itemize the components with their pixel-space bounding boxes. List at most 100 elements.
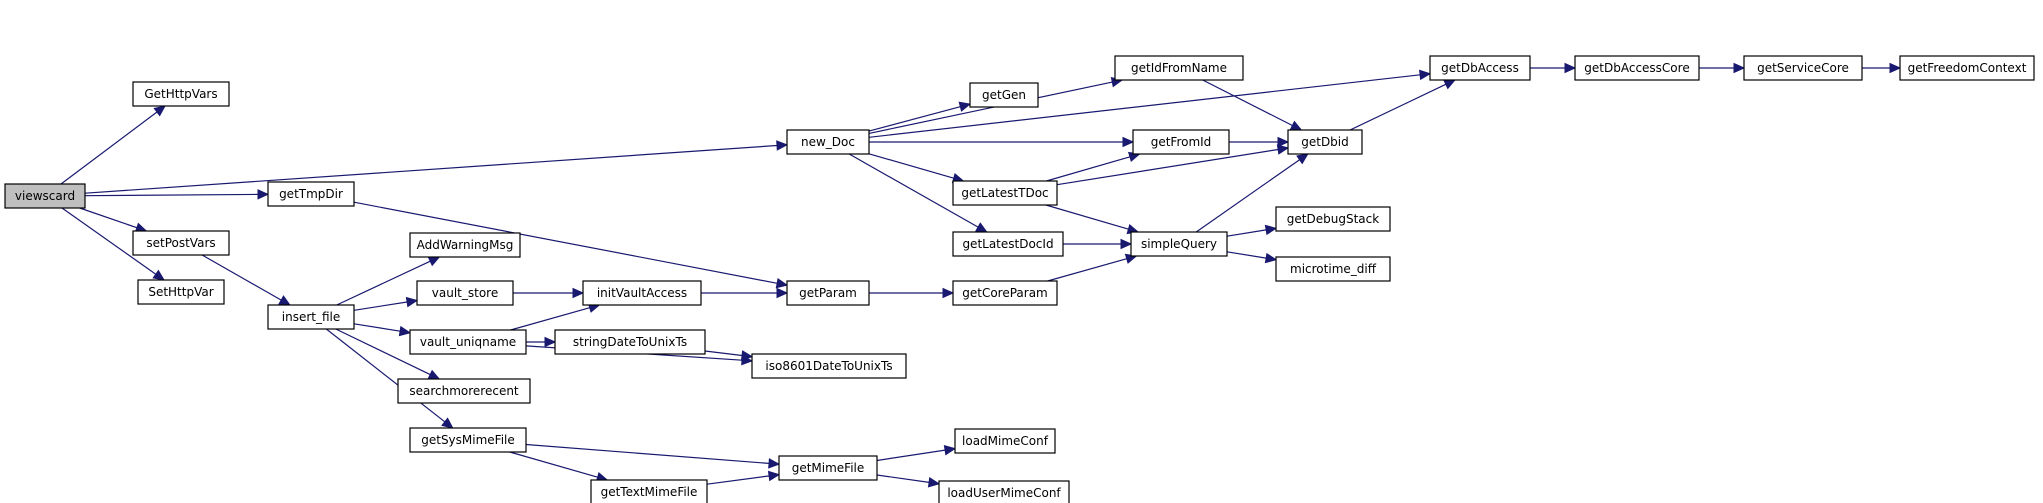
- node-box[interactable]: [409, 427, 527, 453]
- node-getCoreParam[interactable]: getCoreParam: [952, 280, 1058, 306]
- node-getGen[interactable]: getGen: [969, 82, 1039, 108]
- node-label: vault_store: [432, 286, 498, 300]
- edge-vault_store-to-initVaultAccess: [513, 287, 585, 299]
- edge-arrowhead: [927, 477, 941, 488]
- node-getDbAccessCore[interactable]: getDbAccessCore: [1574, 55, 1700, 81]
- node-box[interactable]: [952, 280, 1058, 306]
- edge-arrowhead: [544, 336, 557, 348]
- edge-getIdFromName-to-getDbid: [1202, 79, 1303, 131]
- node-box[interactable]: [137, 279, 225, 305]
- node-getLatestDocId[interactable]: getLatestDocId: [952, 231, 1064, 257]
- call-graph-nodes: viewscard GetHttpVars getTmpDir setPostVars…: [4, 55, 2035, 503]
- node-box[interactable]: [132, 230, 230, 256]
- node-getTmpDir[interactable]: getTmpDir: [267, 181, 355, 207]
- node-simpleQuery[interactable]: simpleQuery: [1130, 231, 1228, 257]
- node-label: getMimeFile: [792, 461, 865, 475]
- node-box[interactable]: [554, 329, 706, 355]
- node-box[interactable]: [1275, 256, 1391, 282]
- node-box[interactable]: [4, 183, 86, 209]
- edge-arrowhead: [398, 325, 412, 337]
- node-vault_uniqname[interactable]: vault_uniqname: [409, 329, 527, 355]
- edge-line: [79, 207, 137, 229]
- node-label: AddWarningMsg: [417, 238, 514, 252]
- edge-arrowhead: [257, 189, 270, 200]
- node-label: getDbid: [1301, 135, 1349, 149]
- node-box[interactable]: [786, 280, 870, 306]
- node-viewscard[interactable]: viewscard: [4, 183, 86, 209]
- node-loadMimeConf[interactable]: loadMimeConf: [954, 428, 1056, 454]
- node-box[interactable]: [1114, 55, 1244, 81]
- node-box[interactable]: [409, 232, 521, 258]
- edge-getMimeFile-to-loadUserMimeConf: [876, 474, 941, 488]
- edge-getDbid-to-getDbAccess: [1349, 79, 1456, 131]
- node-box[interactable]: [938, 480, 1070, 503]
- edge-arrowhead: [1276, 144, 1290, 155]
- node-label: vault_uniqname: [420, 335, 516, 349]
- node-getDbAccess[interactable]: getDbAccess: [1429, 55, 1531, 81]
- edge-line: [868, 74, 1421, 138]
- node-box[interactable]: [751, 353, 907, 379]
- node-getServiceCore[interactable]: getServiceCore: [1743, 55, 1863, 81]
- node-AddWarningMsg[interactable]: AddWarningMsg: [409, 232, 521, 258]
- node-getLatestTDoc[interactable]: getLatestTDoc: [952, 180, 1058, 206]
- edge-arrowhead: [1120, 238, 1133, 250]
- node-getParam[interactable]: getParam: [786, 280, 870, 306]
- node-box[interactable]: [590, 479, 708, 503]
- edge-line: [61, 207, 157, 275]
- node-box[interactable]: [778, 455, 878, 481]
- node-insert_file[interactable]: insert_file: [267, 304, 355, 330]
- node-initVaultAccess[interactable]: initVaultAccess: [582, 280, 702, 306]
- node-microtime_diff[interactable]: microtime_diff: [1275, 256, 1391, 282]
- node-box[interactable]: [786, 129, 870, 155]
- node-stringDateToUnixTs[interactable]: stringDateToUnixTs: [554, 329, 706, 355]
- node-box[interactable]: [132, 81, 230, 107]
- edge-simpleQuery-to-getDbid: [1195, 153, 1309, 233]
- node-getIdFromName[interactable]: getIdFromName: [1114, 55, 1244, 81]
- node-getMimeFile[interactable]: getMimeFile: [778, 455, 878, 481]
- node-box[interactable]: [1899, 55, 2035, 81]
- node-box[interactable]: [267, 181, 355, 207]
- edge-arrowhead: [740, 350, 754, 361]
- node-box[interactable]: [409, 329, 527, 355]
- node-box[interactable]: [1287, 129, 1363, 155]
- edge-arrowhead: [958, 101, 972, 112]
- node-getDbid[interactable]: getDbid: [1287, 129, 1363, 155]
- node-getDebugStack[interactable]: getDebugStack: [1275, 206, 1391, 232]
- node-box[interactable]: [416, 280, 514, 306]
- edge-arrowhead: [152, 269, 166, 281]
- node-getSysMimeFile[interactable]: getSysMimeFile: [409, 427, 527, 453]
- node-loadUserMimeConf[interactable]: loadUserMimeConf: [938, 480, 1070, 503]
- node-new_Doc[interactable]: new_Doc: [786, 129, 870, 155]
- edge-line: [509, 451, 598, 478]
- node-box[interactable]: [954, 428, 1056, 454]
- node-box[interactable]: [1130, 231, 1228, 257]
- node-box[interactable]: [1743, 55, 1863, 81]
- edge-line: [704, 350, 743, 357]
- node-box[interactable]: [1132, 129, 1230, 155]
- node-label: getTextMimeFile: [601, 485, 698, 499]
- node-label: iso8601DateToUnixTs: [765, 359, 892, 373]
- edge-line: [868, 153, 954, 179]
- node-getFromId[interactable]: getFromId: [1132, 129, 1230, 155]
- node-box[interactable]: [1429, 55, 1531, 81]
- node-setPostVars[interactable]: setPostVars: [132, 230, 230, 256]
- node-box[interactable]: [952, 231, 1064, 257]
- node-box[interactable]: [397, 378, 531, 404]
- node-vault_store[interactable]: vault_store: [416, 280, 514, 306]
- node-label: getDbAccessCore: [1584, 61, 1689, 75]
- node-box[interactable]: [1275, 206, 1391, 232]
- node-GetHttpVars[interactable]: GetHttpVars: [132, 81, 230, 107]
- node-getFreedomContext[interactable]: getFreedomContext: [1899, 55, 2035, 81]
- node-label: getServiceCore: [1757, 61, 1849, 75]
- node-searchmorerecent[interactable]: searchmorerecent: [397, 378, 531, 404]
- node-SetHttpVar[interactable]: SetHttpVar: [137, 279, 225, 305]
- node-box[interactable]: [1574, 55, 1700, 81]
- node-label: microtime_diff: [1290, 262, 1377, 276]
- node-box[interactable]: [952, 180, 1058, 206]
- node-box[interactable]: [267, 304, 355, 330]
- node-box[interactable]: [969, 82, 1039, 108]
- node-iso8601DateToUnixTs[interactable]: iso8601DateToUnixTs: [751, 353, 907, 379]
- node-box[interactable]: [582, 280, 702, 306]
- node-getTextMimeFile[interactable]: getTextMimeFile: [590, 479, 708, 503]
